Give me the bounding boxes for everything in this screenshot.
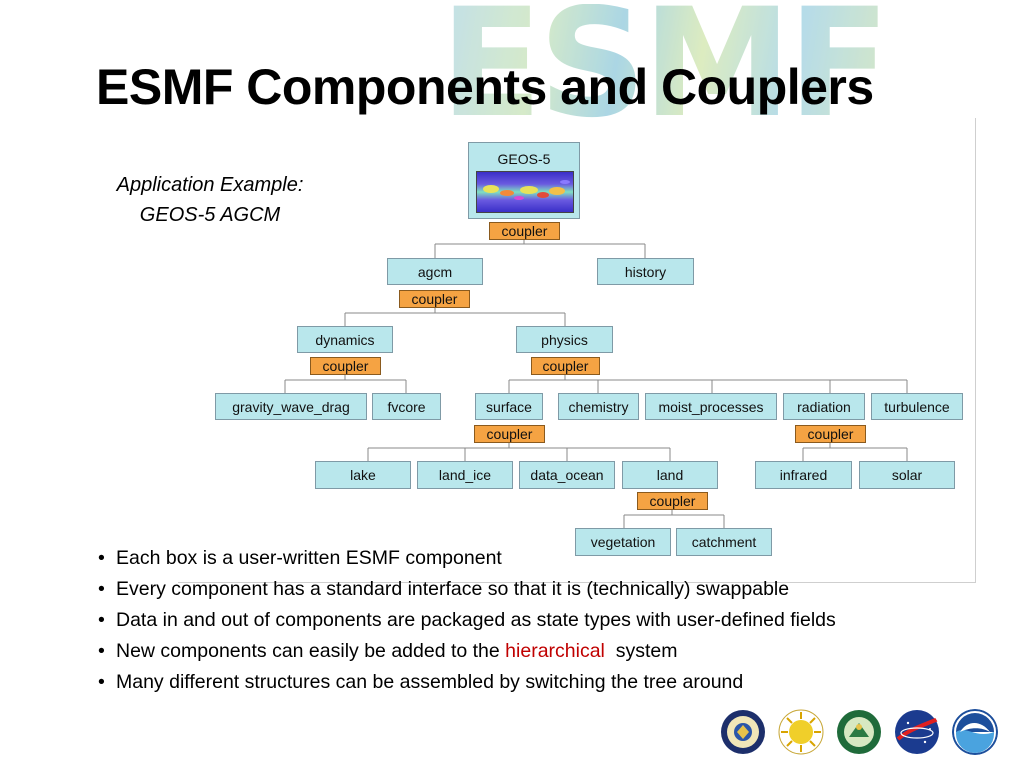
- node-vegetation: vegetation: [575, 528, 671, 556]
- node-solar: solar: [859, 461, 955, 489]
- coupler-radiation: coupler: [795, 425, 866, 443]
- bullet-text: Many different structures can be assembl…: [116, 671, 744, 693]
- bullet-marker: •: [98, 578, 105, 600]
- dod-seal-icon: [721, 710, 765, 754]
- node-dynamics: dynamics: [297, 326, 393, 353]
- node-chemistry: chemistry: [558, 393, 639, 420]
- bullet-item: • New components can easily be added to t…: [96, 636, 836, 667]
- noaa-logo-icon: [952, 709, 998, 755]
- node-geos-5: GEOS-5: [468, 142, 580, 219]
- node-land-ice: land_ice: [417, 461, 513, 489]
- node-physics: physics: [516, 326, 613, 353]
- nsf-logo-icon: [778, 709, 824, 755]
- node-land: land: [622, 461, 718, 489]
- global-map-thumbnail: [476, 171, 574, 213]
- node-turbulence: turbulence: [871, 393, 963, 420]
- coupler-agcm: coupler: [399, 290, 470, 308]
- bullet-marker: •: [98, 640, 105, 662]
- page-title: ESMF Components and Couplers: [96, 59, 874, 115]
- node-moist-processes: moist_processes: [645, 393, 777, 420]
- node-radiation: radiation: [783, 393, 865, 420]
- bullet-item: • Many different structures can be assemb…: [96, 667, 836, 698]
- bullet-text: Each box is a user-written ESMF componen…: [116, 547, 502, 569]
- bullet-item: • Every component has a standard interfac…: [96, 574, 836, 605]
- node-surface: surface: [475, 393, 543, 420]
- esmf-watermark: ESMF: [440, 0, 890, 151]
- bullet-marker: •: [98, 609, 105, 631]
- node-agcm: agcm: [387, 258, 483, 285]
- application-example-caption: Application Example: GEOS-5 AGCM: [100, 170, 320, 230]
- bullet-highlight-hierarchical: hierarchical: [505, 640, 605, 662]
- bullet-text-after: system: [604, 640, 678, 662]
- bullet-text: Every component has a standard interface…: [116, 578, 790, 600]
- node-data-ocean: data_ocean: [519, 461, 615, 489]
- coupler-physics: coupler: [531, 357, 600, 375]
- node-catchment: catchment: [676, 528, 772, 556]
- node-geos-5-label: GEOS-5: [497, 151, 551, 167]
- node-history: history: [597, 258, 694, 285]
- bullet-list: • Each box is a user-written ESMF compone…: [96, 543, 836, 698]
- coupler-surface: coupler: [474, 425, 545, 443]
- node-gravity-wave-drag: gravity_wave_drag: [215, 393, 367, 420]
- coupler-geos-5: coupler: [489, 222, 560, 240]
- node-infrared: infrared: [755, 461, 852, 489]
- node-lake: lake: [315, 461, 411, 489]
- coupler-dynamics: coupler: [310, 357, 381, 375]
- app-example-line-2: GEOS-5 AGCM: [139, 204, 281, 226]
- diagram-frame: [178, 118, 976, 583]
- bullet-marker: •: [98, 547, 105, 569]
- bullet-text: Data in and out of components are packag…: [116, 609, 836, 631]
- bullet-marker: •: [98, 671, 105, 693]
- bullet-item: • Data in and out of components are packa…: [96, 605, 836, 636]
- app-example-line-1: Application Example:: [116, 174, 304, 196]
- coupler-land: coupler: [637, 492, 708, 510]
- bullet-item: • Each box is a user-written ESMF compone…: [96, 543, 836, 574]
- node-fvcore: fvcore: [372, 393, 441, 420]
- doe-seal-icon: [837, 710, 881, 754]
- nasa-logo-icon: [895, 710, 939, 754]
- bullet-text-before: New components can easily be added to th…: [116, 640, 506, 662]
